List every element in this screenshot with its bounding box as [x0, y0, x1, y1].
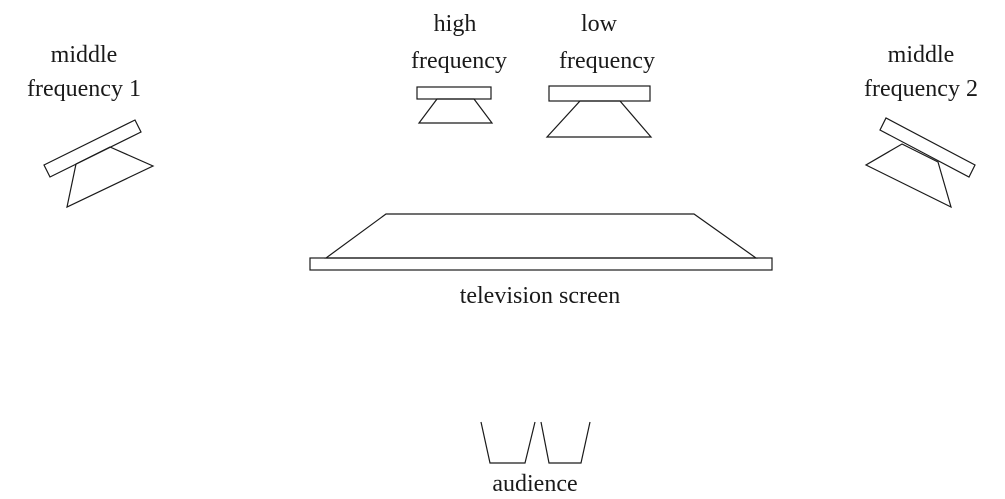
label-audience: audience — [492, 471, 577, 497]
label-high-frequency-line1: high — [434, 11, 477, 37]
speaker-middle-frequency-1-cabinet — [43, 119, 142, 178]
label-middle-frequency-1-line1: middle — [51, 42, 118, 68]
label-high-frequency-line2: frequency — [411, 48, 507, 74]
speaker-middle-frequency-1 — [43, 119, 155, 209]
speaker-middle-frequency-2-cone — [864, 143, 952, 209]
audience-seats — [480, 421, 591, 464]
television-screen-base — [309, 257, 773, 271]
speaker-high-frequency-cone — [417, 98, 494, 124]
label-television-screen: television screen — [460, 283, 621, 309]
label-middle-frequency-2-line1: middle — [888, 42, 955, 68]
speaker-middle-frequency-2-cabinet — [879, 117, 976, 178]
speaker-high-frequency-cabinet — [416, 86, 492, 100]
speaker-low-frequency-cabinet — [548, 85, 651, 102]
speaker-low-frequency — [545, 85, 653, 138]
speaker-high-frequency — [416, 86, 494, 124]
label-middle-frequency-2-line2: frequency 2 — [864, 76, 978, 102]
speaker-low-frequency-cone — [545, 100, 653, 138]
label-low-frequency-line2: frequency — [559, 48, 655, 74]
label-middle-frequency-1-line2: frequency 1 — [27, 76, 141, 102]
audience-seat-right — [540, 421, 591, 464]
label-low-frequency-line1: low — [581, 11, 618, 37]
television-screen-body — [324, 213, 758, 259]
speaker-middle-frequency-1-cone — [66, 146, 155, 209]
television-screen — [309, 213, 773, 271]
speaker-middle-frequency-2 — [864, 117, 976, 209]
audience-seat-left — [480, 421, 536, 464]
